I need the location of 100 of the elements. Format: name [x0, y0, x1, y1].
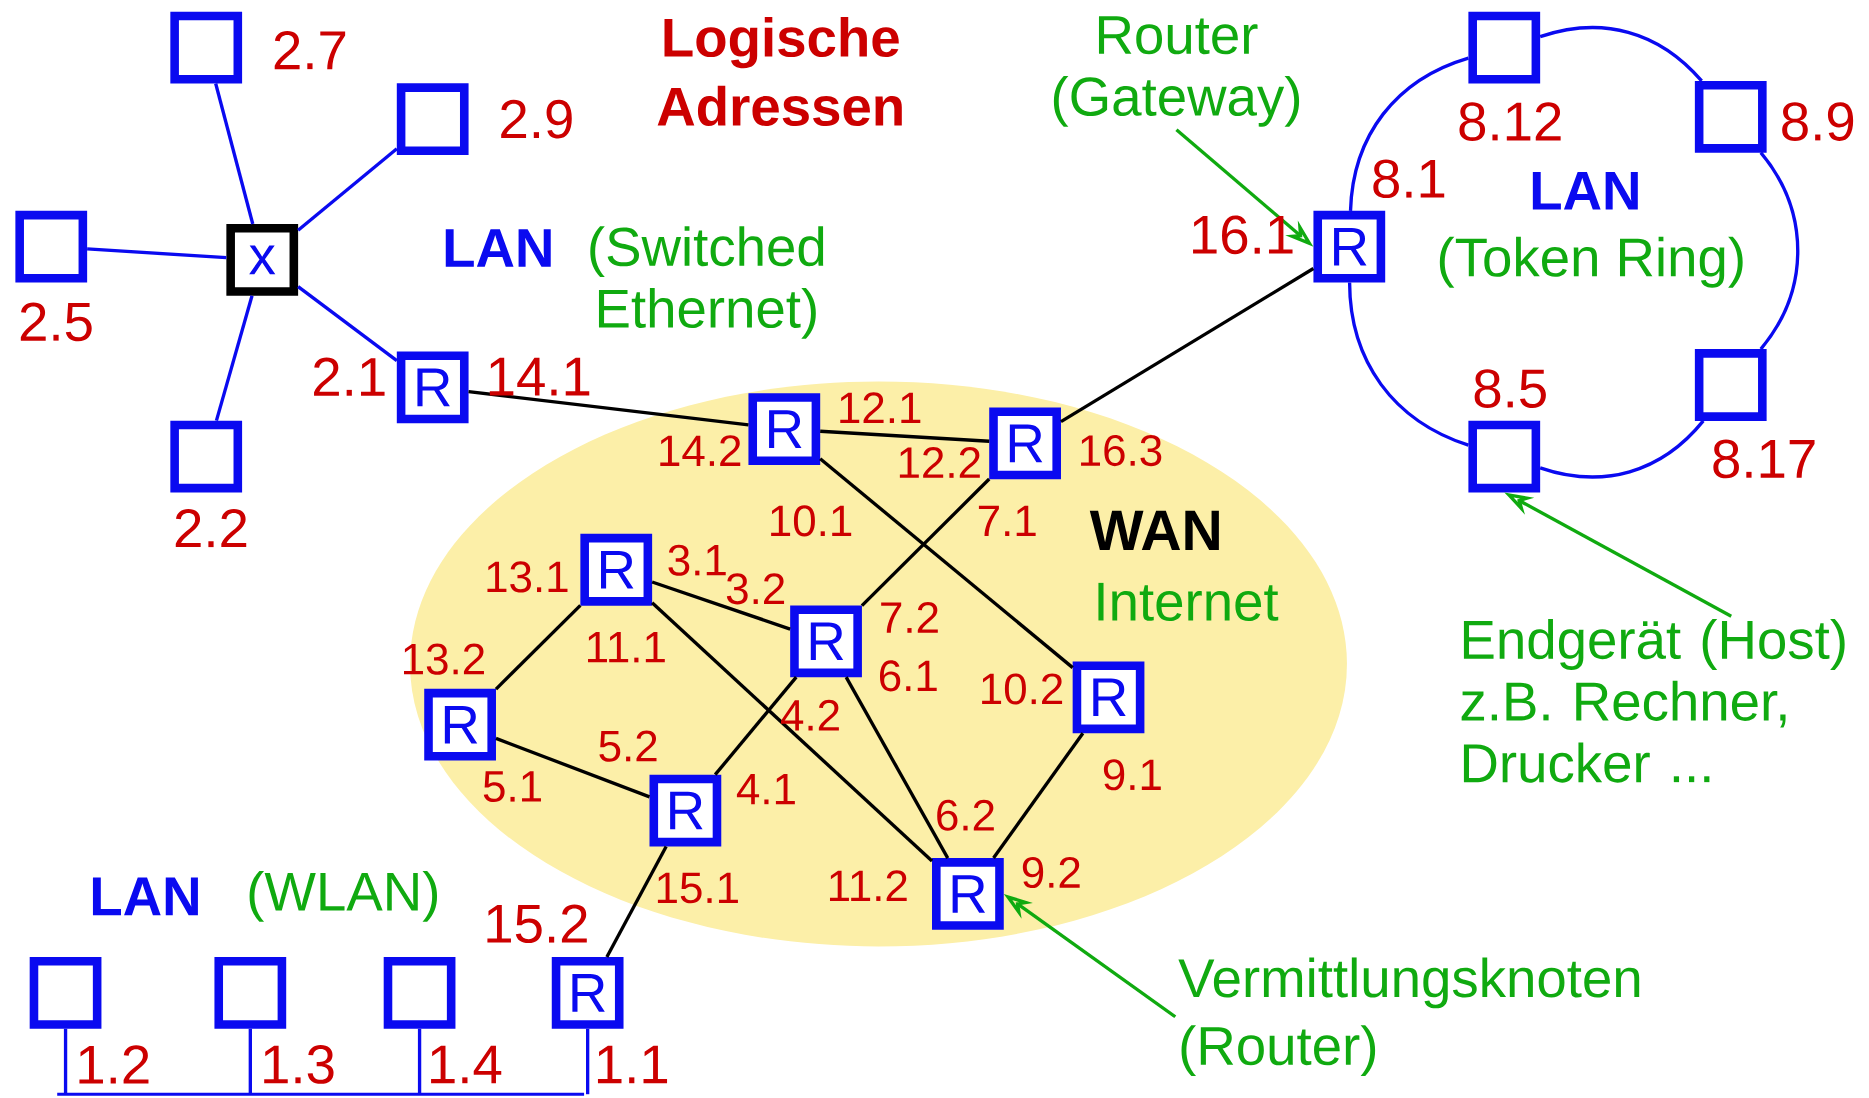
annotation-text: Vermittlungsknoten (Router)	[1178, 957, 1640, 1077]
link-line	[214, 295, 254, 422]
link-line	[297, 147, 398, 232]
address-label: 9.2	[1022, 857, 1080, 889]
router-box: R	[580, 533, 653, 606]
link-line	[860, 477, 991, 607]
internet-label: Internet	[1098, 582, 1279, 622]
wan-label: WAN	[1089, 510, 1219, 551]
address-label: 8.9	[1782, 102, 1854, 141]
address-label: 12.2	[899, 447, 980, 478]
router-box: R	[1072, 661, 1145, 734]
network-type-label: (Switched Ethernet)	[590, 226, 824, 339]
router-box: R	[790, 605, 862, 678]
bus-drop-line	[586, 1028, 590, 1095]
address-label: 8.17	[1713, 439, 1815, 479]
address-label: 5.2	[599, 730, 657, 762]
host-box	[170, 11, 243, 84]
address-label: 5.1	[483, 771, 541, 803]
link-line	[651, 580, 791, 631]
address-label: 3.2	[726, 573, 785, 605]
router-box: R	[396, 351, 469, 424]
router-box: R	[649, 774, 722, 847]
bus-drop-line	[248, 1028, 252, 1095]
address-label: 2.1	[314, 357, 385, 396]
address-label: 4.1	[736, 774, 795, 805]
ring-line	[1348, 56, 1469, 212]
address-label: 15.1	[657, 872, 738, 904]
link-line	[819, 457, 1074, 669]
network-type-label: (WLAN)	[249, 871, 437, 922]
link-line	[297, 285, 398, 362]
address-label: 14.1	[489, 357, 590, 396]
annotation-text: Router (Gateway)	[1053, 16, 1300, 127]
address-label: 2.2	[175, 509, 247, 548]
ring-line	[1539, 419, 1705, 479]
host-box	[1694, 81, 1767, 153]
host-box	[1468, 11, 1541, 84]
link-line	[820, 429, 990, 444]
switch-box: x	[226, 224, 299, 296]
title: Logische Adressen	[657, 17, 902, 127]
address-label: 12.1	[840, 392, 921, 424]
link-line	[605, 845, 668, 958]
address-label: 13.2	[404, 643, 484, 675]
host-box	[396, 83, 469, 156]
link-line	[651, 601, 934, 863]
address-label: 3.1	[668, 544, 726, 576]
ring-line	[1759, 151, 1800, 351]
network-type-label: (Token Ring)	[1439, 236, 1743, 288]
address-label: 14.2	[660, 435, 741, 466]
link-line	[713, 676, 798, 776]
lan-label: LAN	[1532, 172, 1638, 210]
address-label: 2.9	[501, 99, 572, 139]
link-line	[214, 83, 255, 225]
address-label: 7.2	[881, 602, 938, 633]
router-box: R	[424, 688, 496, 761]
host-box	[214, 957, 287, 1029]
address-label: 8.1	[1373, 159, 1445, 199]
host-box	[1468, 420, 1541, 493]
router-box: R	[989, 407, 1061, 480]
address-label: 1.3	[264, 1045, 334, 1084]
link-line	[992, 732, 1085, 860]
address-label: 15.2	[487, 904, 587, 944]
address-label: 6.1	[880, 660, 937, 692]
lan-label: LAN	[445, 229, 551, 267]
router-box: R	[932, 858, 1004, 930]
link-line	[468, 390, 749, 427]
host-box	[383, 957, 456, 1029]
annotation-text: Endgerät (Host) z.B. Rechner, Drucker ...	[1461, 619, 1845, 783]
ring-line	[1539, 26, 1703, 83]
lan-label: LAN	[92, 877, 198, 916]
bus-drop-line	[417, 1028, 422, 1095]
address-label: 16.3	[1081, 435, 1162, 467]
host-box	[15, 210, 88, 283]
link-line	[87, 247, 227, 260]
address-label: 2.5	[20, 302, 92, 342]
router-box: R	[551, 957, 624, 1029]
address-label: 11.1	[588, 632, 665, 663]
address-label: 10.1	[771, 505, 852, 537]
router-box: R	[748, 393, 821, 466]
address-label: 2.7	[274, 31, 346, 70]
host-box	[29, 957, 102, 1029]
address-label: 8.12	[1459, 102, 1561, 141]
ring-line	[1347, 282, 1469, 447]
bus-drop-line	[63, 1028, 68, 1095]
link-line	[1060, 267, 1315, 424]
host-box	[170, 420, 243, 493]
link-line	[844, 676, 950, 859]
address-label: 9.1	[1103, 759, 1161, 791]
host-box	[1694, 349, 1767, 421]
address-label: 4.2	[781, 699, 839, 731]
address-label: 11.2	[830, 870, 907, 902]
address-label: 1.1	[597, 1045, 668, 1084]
address-label: 16.1	[1193, 215, 1293, 255]
address-label: 8.5	[1474, 369, 1546, 408]
address-label: 7.1	[978, 505, 1036, 537]
address-label: 1.4	[431, 1045, 502, 1084]
router-box: R	[1313, 210, 1386, 283]
address-label: 10.2	[982, 673, 1063, 705]
link-line	[495, 736, 651, 799]
address-label: 13.1	[487, 561, 568, 593]
address-label: 6.2	[937, 799, 994, 831]
